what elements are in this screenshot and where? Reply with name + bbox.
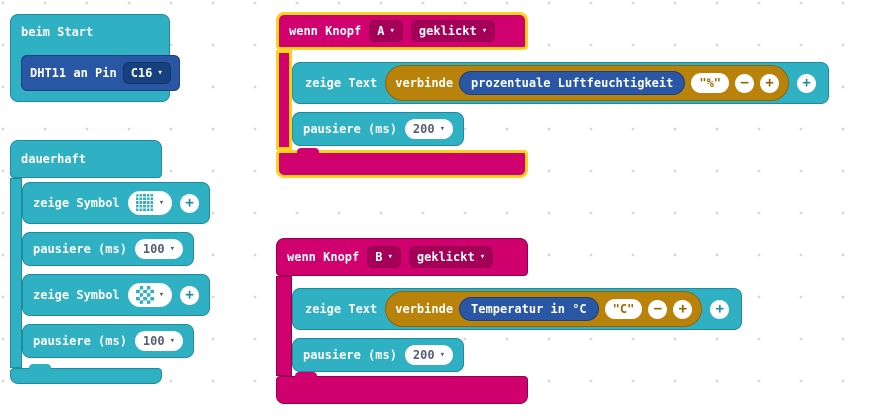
- pause-value-dropdown[interactable]: 200 ▾: [404, 119, 454, 139]
- chevron-down-icon: ▾: [169, 243, 176, 254]
- string-literal-value: "%": [699, 76, 722, 90]
- show-leds-label: zeige Symbol: [33, 196, 120, 210]
- event-value: geklickt: [418, 24, 477, 38]
- collapse-minus-icon[interactable]: −: [648, 299, 668, 319]
- pause-label: pausiere (ms): [303, 122, 397, 136]
- pause-value-dropdown[interactable]: 100 ▾: [134, 331, 184, 351]
- string-literal-value: "C": [612, 302, 635, 316]
- on-button-b-header[interactable]: wenn Knopf B ▾ geklickt ▾: [276, 238, 528, 276]
- button-dropdown[interactable]: B ▾: [367, 246, 401, 268]
- chevron-down-icon: ▾: [439, 123, 446, 134]
- pause-value: 100: [142, 242, 165, 256]
- pause-block[interactable]: pausiere (ms) 200 ▾: [292, 112, 465, 146]
- forever-label: dauerhaft: [21, 152, 87, 166]
- temperature-value-label: Temperatur in °C: [471, 302, 587, 316]
- on-start-label: beim Start: [21, 25, 94, 39]
- expand-plus-icon[interactable]: +: [180, 193, 200, 213]
- chevron-down-icon: ▾: [439, 349, 446, 360]
- pause-block[interactable]: pausiere (ms) 100 ▾: [22, 324, 195, 358]
- show-string-block[interactable]: zeige Text verbinde Temperatur in °C "C"…: [292, 288, 743, 330]
- forever-footer: [10, 364, 162, 384]
- on-button-a-spine: [276, 50, 292, 150]
- join-label: verbinde: [395, 76, 454, 90]
- pause-value: 200: [412, 348, 435, 362]
- humidity-value-label: prozentuale Luftfeuchtigkeit: [471, 76, 674, 90]
- show-string-block[interactable]: zeige Text verbinde prozentuale Luftfeuc…: [292, 62, 830, 104]
- led-pattern-dropdown[interactable]: ▾: [127, 283, 173, 307]
- forever-block[interactable]: dauerhaft zeige Symbol ▾ + pausiere (ms)…: [10, 140, 211, 384]
- button-dropdown[interactable]: A ▾: [369, 20, 403, 42]
- pause-label: pausiere (ms): [33, 334, 127, 348]
- join-label: verbinde: [395, 302, 454, 316]
- led-grid-icon: [135, 286, 154, 304]
- on-button-b-block[interactable]: wenn Knopf B ▾ geklickt ▾ zeige Text ver…: [276, 238, 743, 404]
- show-leds-label: zeige Symbol: [33, 288, 120, 302]
- pause-block[interactable]: pausiere (ms) 100 ▾: [22, 232, 195, 266]
- show-string-label: zeige Text: [305, 76, 378, 90]
- button-value: A: [377, 24, 385, 38]
- show-leds-block[interactable]: zeige Symbol ▾ +: [22, 274, 211, 316]
- pause-label: pausiere (ms): [303, 348, 397, 362]
- on-button-a-block[interactable]: wenn Knopf A ▾ geklickt ▾ zeige Text ver…: [276, 12, 830, 178]
- dht11-label: DHT11 an Pin: [30, 66, 117, 80]
- expand-plus-icon[interactable]: +: [760, 73, 780, 93]
- temperature-value-block[interactable]: Temperatur in °C: [459, 297, 599, 321]
- chevron-down-icon: ▾: [481, 25, 488, 36]
- on-start-block[interactable]: beim Start DHT11 an Pin C16 ▾: [10, 14, 180, 102]
- expand-plus-icon[interactable]: +: [673, 299, 693, 319]
- chevron-down-icon: ▾: [157, 67, 163, 78]
- collapse-minus-icon[interactable]: −: [735, 73, 755, 93]
- join-block[interactable]: verbinde prozentuale Luftfeuchtigkeit "%…: [385, 65, 790, 101]
- join-block[interactable]: verbinde Temperatur in °C "C" − +: [385, 291, 703, 327]
- led-grid-icon: [135, 194, 154, 212]
- dht11-pin-value: C16: [130, 66, 153, 80]
- chevron-down-icon: ▾: [389, 25, 395, 36]
- when-button-label: wenn Knopf: [289, 24, 362, 38]
- on-button-b-spine: [276, 276, 292, 376]
- humidity-value-block[interactable]: prozentuale Luftfeuchtigkeit: [459, 71, 686, 95]
- chevron-down-icon: ▾: [169, 335, 176, 346]
- pause-block[interactable]: pausiere (ms) 200 ▾: [292, 338, 465, 372]
- expand-plus-icon[interactable]: +: [710, 299, 730, 319]
- forever-header[interactable]: dauerhaft: [10, 140, 162, 178]
- chevron-down-icon: ▾: [158, 197, 165, 208]
- pause-value-dropdown[interactable]: 200 ▾: [404, 345, 454, 365]
- expand-plus-icon[interactable]: +: [797, 73, 817, 93]
- when-button-label: wenn Knopf: [287, 250, 360, 264]
- led-pattern-dropdown[interactable]: ▾: [127, 191, 173, 215]
- pause-value-dropdown[interactable]: 100 ▾: [134, 239, 184, 259]
- event-value: geklickt: [416, 250, 475, 264]
- pause-value: 100: [142, 334, 165, 348]
- on-button-a-footer: [276, 148, 528, 178]
- chevron-down-icon: ▾: [479, 251, 486, 262]
- chevron-down-icon: ▾: [158, 289, 165, 300]
- forever-spine: [10, 178, 22, 368]
- button-value: B: [375, 250, 383, 264]
- string-literal-field[interactable]: "%": [691, 73, 730, 93]
- pause-value: 200: [412, 122, 435, 136]
- on-button-b-footer: [276, 372, 528, 404]
- event-dropdown[interactable]: geklickt ▾: [408, 246, 494, 268]
- dht11-pin-block[interactable]: DHT11 an Pin C16 ▾: [21, 55, 180, 91]
- show-string-label: zeige Text: [305, 302, 378, 316]
- string-literal-field[interactable]: "C": [604, 299, 643, 319]
- on-button-a-header[interactable]: wenn Knopf A ▾ geklickt ▾: [276, 12, 528, 50]
- pause-label: pausiere (ms): [33, 242, 127, 256]
- event-dropdown[interactable]: geklickt ▾: [410, 20, 496, 42]
- expand-plus-icon[interactable]: +: [180, 285, 200, 305]
- chevron-down-icon: ▾: [387, 251, 393, 262]
- dht11-pin-dropdown[interactable]: C16 ▾: [122, 62, 171, 84]
- show-leds-block[interactable]: zeige Symbol ▾ +: [22, 182, 211, 224]
